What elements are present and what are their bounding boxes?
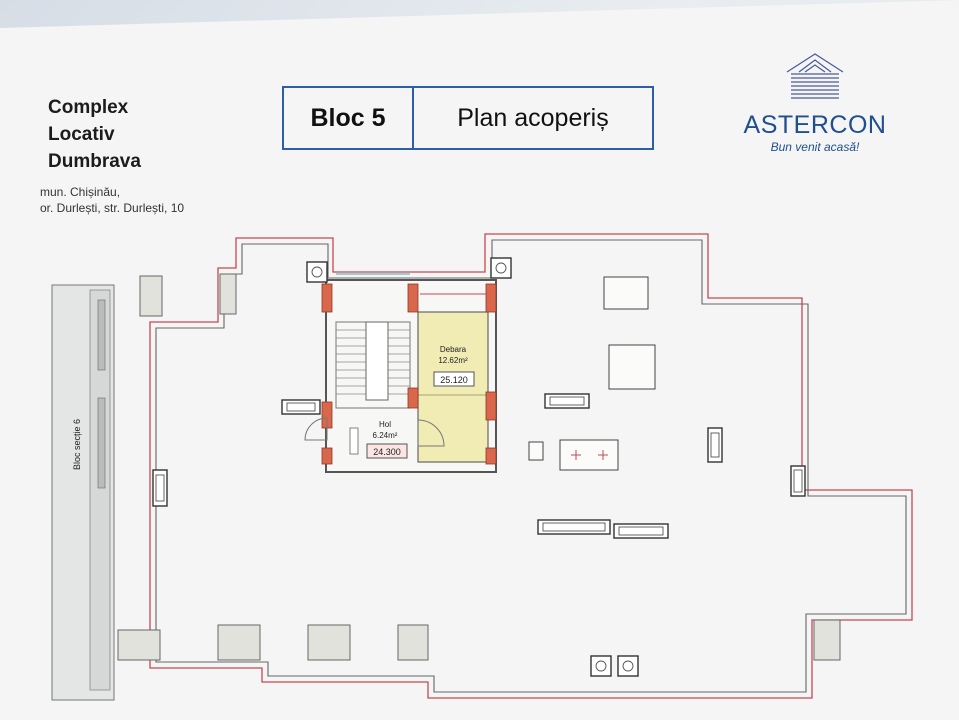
skylight (603, 276, 649, 310)
roof-equipment (528, 276, 656, 471)
brand-name: ASTERCON (743, 111, 887, 139)
vent-unit (490, 257, 512, 279)
storage-room (417, 311, 489, 463)
room-area-hall: 6.24m² (373, 431, 398, 440)
project-title-line-2: Locativ (48, 124, 115, 145)
brand-slogan: Bun venit acasă! (770, 140, 860, 154)
skylight (608, 344, 656, 390)
drain-marks (571, 450, 608, 460)
door-swing (304, 417, 328, 441)
parapet-block (307, 624, 351, 661)
stair-treads (336, 329, 410, 395)
room-code-storage: 25.120 (440, 375, 468, 385)
vent-unit (790, 465, 806, 497)
column (485, 447, 497, 465)
parapet-block (813, 619, 841, 661)
parapet-block (217, 624, 261, 661)
parapet-block (397, 624, 429, 661)
brand-logo: ASTERCON Bun venit acasă! (740, 52, 890, 154)
roof-inner-outline (155, 239, 907, 693)
roof-equipment-box (559, 439, 619, 471)
vent-unit (590, 655, 612, 677)
column (321, 447, 333, 465)
building-logo-icon (786, 53, 844, 99)
vent-unit (152, 469, 168, 507)
column (407, 387, 419, 409)
vent-unit (707, 427, 723, 463)
adjacent-section: Bloc secție 6 (51, 284, 115, 701)
bloc-label: Bloc 5 (284, 88, 414, 148)
adjacent-section-strip (89, 289, 111, 691)
room-code-box (433, 371, 475, 387)
core-columns (321, 283, 497, 465)
room-name-hall: Hol (379, 420, 391, 429)
vent-unit (617, 655, 639, 677)
vent-unit (537, 519, 611, 535)
vent-inner-marks (155, 262, 803, 672)
door-swing (417, 419, 445, 447)
parapet-block (139, 275, 163, 317)
project-title-line-1: Complex (48, 97, 129, 118)
project-title: Complex Locativ Dumbrava (48, 94, 141, 175)
plan-title-box: Bloc 5 Plan acoperiș (282, 86, 654, 150)
parapet-block (117, 629, 161, 661)
address-line-2: or. Durlești, str. Durlești, 10 (40, 201, 185, 215)
room-area-storage: 12.62m² (438, 356, 468, 365)
vent-unit (306, 261, 328, 283)
parapet-block (219, 273, 237, 315)
column (485, 283, 497, 313)
address-line-1: mun. Chișinău, (40, 185, 121, 199)
room-name-storage: Debara (440, 345, 467, 354)
column (485, 391, 497, 421)
column (321, 283, 333, 313)
plan-label: Plan acoperiș (457, 103, 609, 132)
switch-panel (349, 427, 359, 455)
adjacent-section-label: Bloc secție 6 (72, 419, 82, 470)
project-title-line-3: Dumbrava (48, 151, 141, 172)
adjacent-section-detail (97, 397, 106, 489)
column (407, 283, 419, 313)
stair-well (365, 321, 389, 401)
room-code-hall: 24.300 (373, 447, 401, 457)
room-code-box (366, 443, 408, 459)
parapet-blocks (117, 273, 841, 661)
ventilation-units (152, 257, 806, 677)
roof-equipment-box (528, 441, 544, 461)
adjacent-section-detail (97, 299, 106, 371)
vent-unit (544, 393, 590, 409)
vent-unit (281, 399, 321, 415)
vent-unit (613, 523, 669, 539)
roof-outline (149, 233, 913, 699)
project-address: mun. Chișinău, or. Durlești, str. Durleș… (40, 184, 184, 216)
